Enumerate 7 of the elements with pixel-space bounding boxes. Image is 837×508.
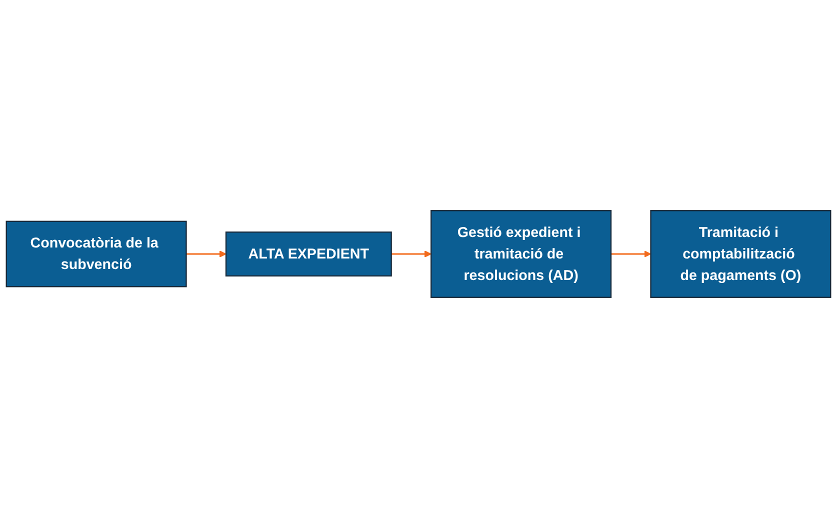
node-box: Tramitació i comptabilització de pagaments (O) [650, 210, 832, 298]
arrow [610, 250, 652, 258]
arrow [186, 250, 226, 258]
node-box: ALTA EXPEDIENT [225, 232, 392, 276]
arrow [391, 250, 432, 258]
node-box: Convocatòria de la subvenció [6, 220, 187, 288]
node-box: Gestió expedient i tramitació de resolucions (AD) [430, 210, 612, 298]
